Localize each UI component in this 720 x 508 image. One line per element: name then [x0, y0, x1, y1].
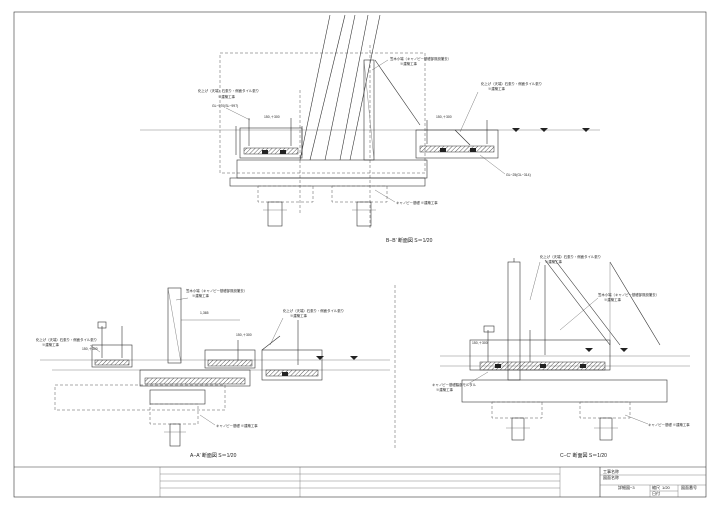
a-dim-top: 1,365: [200, 311, 209, 315]
section-c: 化上げ（天端）石張り・側面タイル張り ※建築工事 笠木小端（キャノピー基礎部既設…: [394, 254, 690, 459]
drawing-name: 詳細図−3: [618, 484, 635, 490]
b-works-2: ※建築工事: [218, 94, 236, 99]
c-dim-1: 150,＋300: [472, 341, 488, 345]
section-a-title: A−A′ 断面図 S＝1/20: [190, 452, 237, 459]
a-right-tile-note: 化上げ（天端）石張り・側面タイル張り: [283, 308, 344, 313]
date-label: 日付: [652, 490, 660, 496]
c-hinge-note: キャノピー基礎脇部モルタル: [432, 382, 477, 387]
scale-value: 1/20: [662, 485, 671, 490]
a-wall-note: 笠木小端（キャノピー基礎部既設撤去）: [186, 288, 247, 293]
section-b-title: B−B′ 断面図 S＝1/20: [386, 237, 433, 244]
drawing-no-label: 図面番号: [681, 484, 697, 490]
b-canopy-note: キャノピー基礎 ※建築工事: [396, 200, 438, 205]
c-works-3: ※建築工事: [436, 387, 454, 392]
b-works-3: ※建築工事: [488, 86, 506, 91]
b-gl-right: GL−25(GL−314): [506, 173, 531, 177]
b-right-tile-note: 化上げ（天端）石張り・側面タイル張り: [481, 81, 542, 86]
a-canopy-note: キャノピー基礎 ※建築工事: [216, 423, 258, 428]
b-works-1: ※建築工事: [400, 61, 418, 66]
section-a: 笠木小端（キャノピー基礎部既設撤去） ※建築工事 化上げ（天端）石張り・側面タイ…: [36, 287, 390, 459]
a-dim-2: 150,＋300: [236, 333, 252, 337]
sheet-border: [13, 11, 707, 498]
title-block: 工事名称 図面名称 詳細図−3 縮尺 1/20 日付 図面番号: [14, 466, 706, 497]
b-dim-2: 150,＋300: [436, 115, 452, 119]
scale-label: 縮尺: [652, 484, 660, 490]
drawing-label: 図面名称: [603, 474, 619, 480]
b-dim-1: 150,＋300: [264, 115, 280, 119]
a-left-tile-note: 化上げ（天端）石張り・側面タイル張り: [36, 337, 97, 342]
b-left-tile-note: 化上げ（天端）石張り・側面タイル張り: [198, 88, 259, 93]
a-dim-1: 150,＋300: [82, 347, 98, 351]
section-c-title: C−C′ 断面図 S＝1/20: [560, 452, 607, 459]
c-top-tile-note: 化上げ（天端）石張り・側面タイル張り: [540, 254, 601, 259]
b-wall-note: 笠木小端（キャノピー基礎部既設撤去）: [390, 56, 451, 61]
c-works-1: ※建築工事: [545, 259, 563, 264]
b-gl-left: GL−970(SL−997): [212, 104, 238, 108]
a-works-1: ※建築工事: [192, 293, 210, 298]
c-works-2: ※建築工事: [604, 297, 622, 302]
section-b: 笠木小端（キャノピー基礎部既設撤去） ※建築工事 化上げ（天端）石張り・側面タイ…: [140, 14, 600, 244]
a-works-2: ※建築工事: [42, 342, 60, 347]
c-wall-note: 笠木小端（キャノピー基礎部既設撤去）: [598, 292, 659, 297]
c-canopy-note: キャノピー基礎 ※建築工事: [648, 422, 690, 427]
a-works-3: ※建築工事: [290, 313, 308, 318]
project-label: 工事名称: [603, 468, 619, 474]
